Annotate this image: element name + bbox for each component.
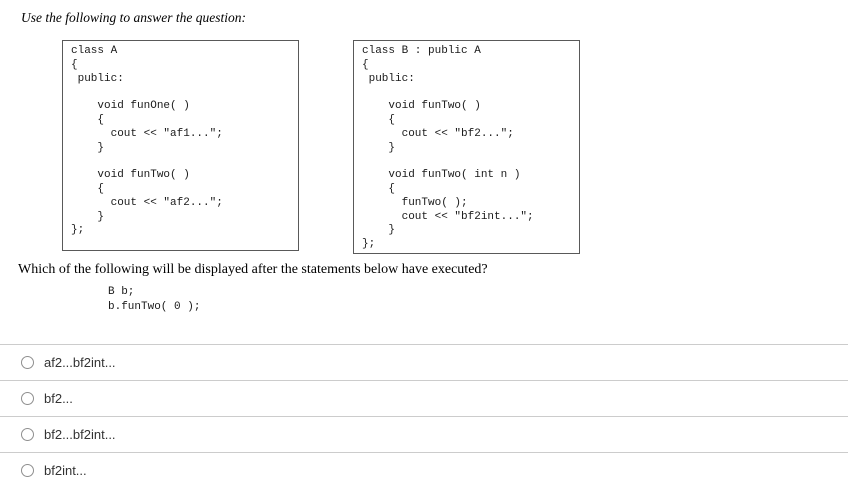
answer-option-3[interactable]: bf2...bf2int... [0,416,848,452]
answer-option-label: af2...bf2int... [44,355,116,370]
answer-option-label: bf2int... [44,463,87,478]
answer-option-label: bf2... [44,391,73,406]
answer-option-4[interactable]: bf2int... [0,452,848,487]
code-panel-class-b: class B : public A { public: void funTwo… [353,40,580,254]
code-panel-class-a: class A { public: void funOne( ) { cout … [62,40,299,251]
answer-options-list: af2...bf2int... bf2... bf2...bf2int... b… [0,344,848,487]
answer-option-label: bf2...bf2int... [44,427,116,442]
intro-text: Use the following to answer the question… [21,10,246,25]
answer-option-1[interactable]: af2...bf2int... [0,344,848,380]
radio-button-icon[interactable] [21,428,34,441]
radio-button-icon[interactable] [21,464,34,477]
radio-button-icon[interactable] [21,392,34,405]
answer-option-2[interactable]: bf2... [0,380,848,416]
statements-code: B b; b.funTwo( 0 ); [108,286,201,313]
question-text: Which of the following will be displayed… [18,262,488,277]
radio-button-icon[interactable] [21,356,34,369]
